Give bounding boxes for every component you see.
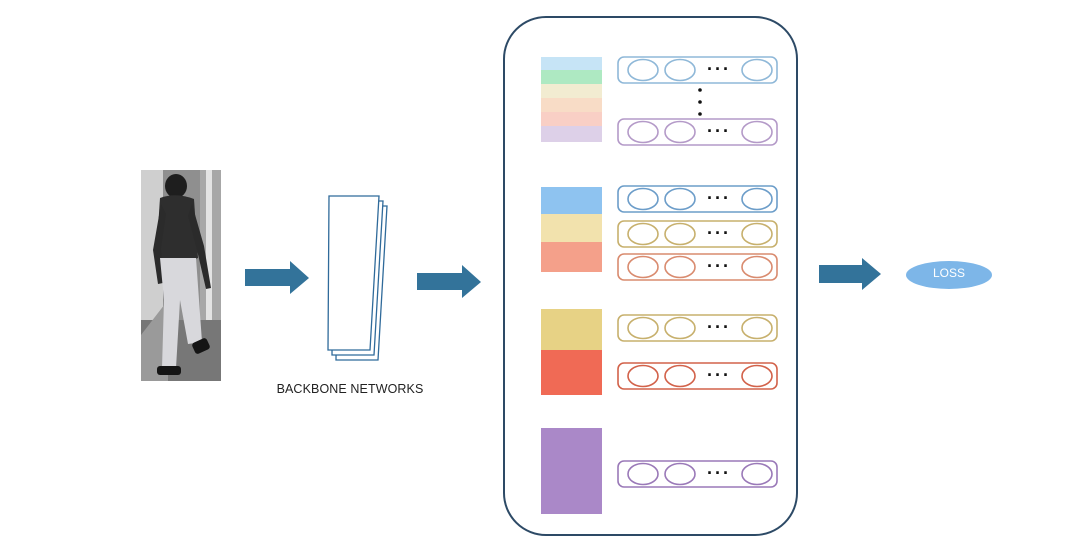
feature-row: ··· — [617, 220, 778, 248]
feature-node — [664, 187, 696, 211]
ellipsis-text: ··· — [707, 317, 731, 337]
stripe — [541, 187, 602, 214]
feature-node — [664, 255, 696, 279]
feature-node — [741, 316, 773, 340]
feature-row: ··· — [617, 118, 778, 146]
feature-node — [741, 187, 773, 211]
feature-row: ··· — [617, 362, 778, 390]
feature-node — [627, 316, 659, 340]
feature-node — [741, 222, 773, 246]
backbone-label: BACKBONE NETWORKS — [276, 382, 424, 396]
stripe — [541, 98, 602, 112]
feature-node — [627, 255, 659, 279]
loss-label: LOSS — [932, 266, 965, 280]
stripe — [541, 428, 602, 514]
feature-node — [664, 462, 696, 486]
arrow-3 — [819, 258, 881, 290]
stripe — [541, 112, 602, 126]
feature-node — [664, 58, 696, 82]
ellipsis-text: ··· — [707, 256, 731, 276]
arrow-2 — [417, 265, 481, 298]
feature-node — [664, 316, 696, 340]
feature-node — [627, 222, 659, 246]
feature-row: ··· — [617, 56, 778, 84]
feature-node — [664, 222, 696, 246]
loss-ellipse — [906, 261, 992, 289]
stripe-group-global: ··· — [541, 428, 778, 514]
feature-row: ··· — [617, 253, 778, 281]
stripe — [541, 57, 602, 70]
stripe-group-six-part: ··· ··· — [541, 56, 778, 146]
feature-node — [741, 58, 773, 82]
feature-node — [741, 462, 773, 486]
stripe — [541, 242, 602, 272]
ellipsis-text: ··· — [707, 121, 731, 141]
feature-node — [741, 255, 773, 279]
feature-node — [627, 187, 659, 211]
vertical-ellipsis — [698, 88, 702, 116]
stripe — [541, 214, 602, 242]
stripe-group-two-part: ··· ··· — [541, 309, 778, 395]
feature-node — [627, 58, 659, 82]
backbone-network-icon — [327, 195, 388, 361]
stripe — [541, 350, 602, 395]
feature-container — [503, 16, 798, 536]
stripe-groups: ··· ··· ··· ··· ··· ··· ··· ··· — [541, 56, 778, 514]
feature-node — [664, 364, 696, 388]
ellipsis-text: ··· — [707, 59, 731, 79]
feature-node — [741, 120, 773, 144]
pedestrian-image — [141, 170, 221, 381]
stripe — [541, 126, 602, 142]
feature-row: ··· — [617, 314, 778, 342]
feature-node — [627, 462, 659, 486]
feature-node — [627, 120, 659, 144]
feature-node — [627, 364, 659, 388]
ellipsis-text: ··· — [707, 223, 731, 243]
stripe — [541, 309, 602, 350]
ellipsis-text: ··· — [707, 188, 731, 208]
stripe — [541, 70, 602, 84]
feature-row: ··· — [617, 460, 778, 488]
stripe-group-three-part: ··· ··· ··· — [541, 185, 778, 281]
stripe — [541, 84, 602, 98]
feature-node — [664, 120, 696, 144]
feature-node — [741, 364, 773, 388]
ellipsis-text: ··· — [707, 365, 731, 385]
arrow-1 — [245, 261, 309, 294]
feature-row: ··· — [617, 185, 778, 213]
ellipsis-text: ··· — [707, 463, 731, 483]
